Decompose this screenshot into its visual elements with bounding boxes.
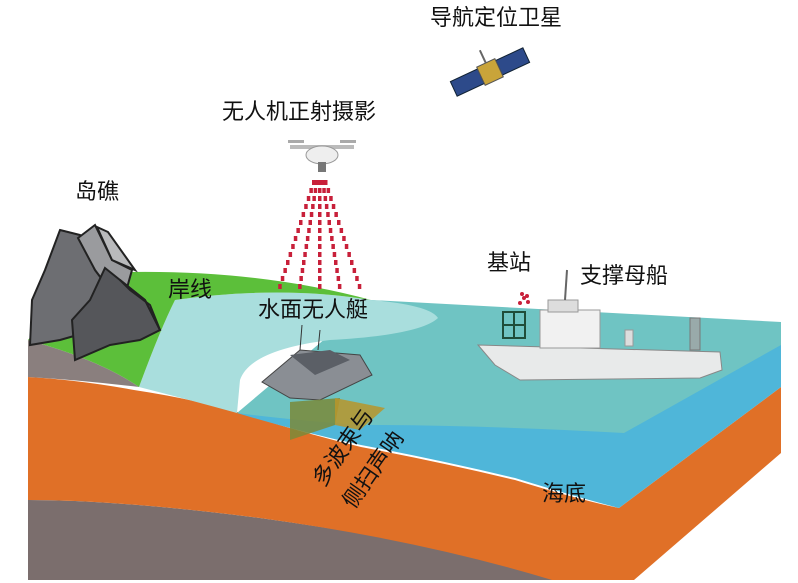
- beam-dot: [304, 204, 308, 209]
- usv-icon: [261, 324, 385, 440]
- beam-dot: [352, 268, 357, 273]
- shallow-water: [139, 292, 438, 413]
- satellite-icon: [449, 47, 531, 97]
- label-satellite: 导航定位卫星: [430, 6, 563, 31]
- beam-dot: [327, 220, 331, 225]
- beam-dot: [339, 228, 344, 233]
- beam-dot: [337, 284, 342, 289]
- beam-dot: [357, 284, 362, 289]
- beam-dot: [318, 244, 322, 249]
- beam-dot: [303, 252, 307, 257]
- beam-dot: [309, 212, 314, 217]
- beam-dot: [318, 252, 322, 257]
- beam-dot: [324, 180, 328, 185]
- beam-dot: [318, 236, 322, 241]
- beam-dot: [318, 260, 322, 265]
- mother-ship-icon: [476, 269, 723, 381]
- beam-dot: [355, 276, 359, 281]
- beam-dot: [326, 212, 330, 217]
- drone-beam: [278, 180, 362, 289]
- label-seabed: 海底: [542, 482, 587, 507]
- beam-dot: [291, 244, 295, 249]
- beam-dot: [304, 244, 309, 249]
- beam-dot: [335, 268, 339, 273]
- bedrock-layer: [28, 340, 560, 580]
- beam-dot: [318, 268, 322, 273]
- beam-dot: [315, 180, 319, 185]
- beam-dot: [318, 212, 322, 217]
- beam-dot: [331, 204, 336, 209]
- beam-dot: [308, 220, 312, 225]
- beam-dot: [296, 228, 300, 233]
- beam-dot: [326, 188, 331, 193]
- beam-dot: [309, 188, 313, 193]
- beam-dot: [318, 188, 322, 193]
- beam-dot: [283, 268, 287, 273]
- beam-dot: [318, 284, 322, 289]
- label-drone: 无人机正射摄影: [222, 100, 377, 125]
- beam-dot: [347, 252, 351, 257]
- label-base-station: 基站: [487, 251, 532, 276]
- beam-dot: [334, 212, 338, 217]
- beam-dot: [307, 228, 311, 233]
- beam-dot: [318, 196, 322, 201]
- beam-dot: [330, 236, 334, 241]
- beam-dot: [318, 204, 322, 209]
- beam-dot: [288, 252, 293, 257]
- beam-dot: [300, 268, 305, 273]
- beam-dot: [328, 228, 333, 233]
- beam-dot: [318, 180, 322, 185]
- beam-dot: [332, 252, 337, 257]
- beam-dot: [299, 220, 303, 225]
- beam-dot: [337, 220, 341, 225]
- beam-dot: [305, 236, 310, 241]
- beam-dot: [298, 284, 302, 289]
- base-station-signal: [518, 292, 530, 305]
- beam-dot: [334, 260, 338, 265]
- beam-dot: [306, 196, 311, 201]
- beam-dot: [322, 188, 326, 193]
- base-station-icon: [502, 311, 526, 339]
- beam-dot: [278, 284, 282, 289]
- beam-dot: [342, 236, 346, 241]
- beam-dot: [302, 260, 306, 265]
- beam-dot: [312, 196, 316, 201]
- label-shoreline: 岸线: [168, 278, 213, 303]
- beam-dot: [350, 260, 354, 265]
- beam-dot: [311, 204, 315, 209]
- island-rocks: [28, 223, 162, 362]
- beam-dot: [331, 244, 335, 249]
- beam-dot: [344, 244, 349, 249]
- beam-dot: [293, 236, 298, 241]
- beam-dot: [336, 276, 341, 281]
- rock-base: [28, 340, 139, 387]
- beam-dot: [299, 276, 303, 281]
- beam-dot: [324, 204, 329, 209]
- label-usv: 水面无人艇: [258, 298, 369, 323]
- label-mother-ship: 支撑母船: [580, 264, 669, 289]
- beam-dot: [286, 260, 290, 265]
- beam-dot: [280, 276, 285, 281]
- beam-dot: [318, 228, 322, 233]
- beam-dot: [321, 180, 325, 185]
- label-island: 岛礁: [75, 180, 120, 205]
- beam-dot: [318, 220, 322, 225]
- beam-dot: [318, 276, 322, 281]
- beam-dot: [312, 180, 316, 185]
- beam-dot: [313, 188, 318, 193]
- beam-dot: [301, 212, 306, 217]
- drone-icon: [288, 140, 356, 172]
- beam-dot: [323, 196, 328, 201]
- beam-dot: [329, 196, 333, 201]
- sediment-layer: [28, 377, 781, 580]
